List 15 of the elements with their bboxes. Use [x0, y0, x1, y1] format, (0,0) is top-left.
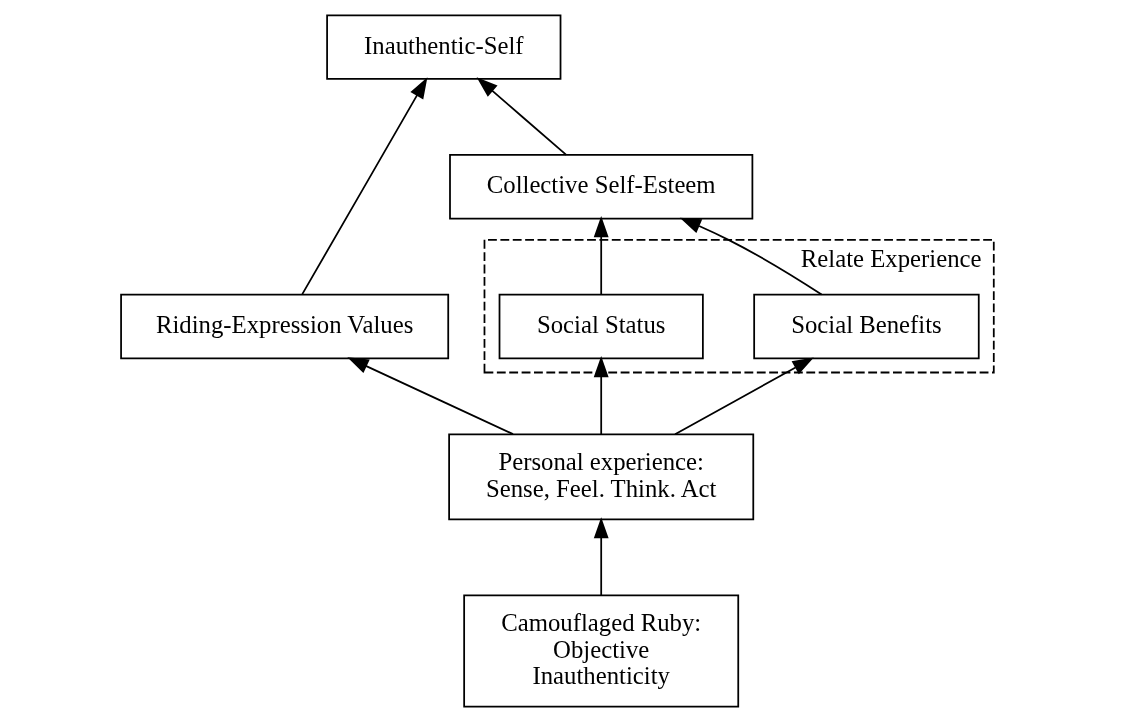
arrow [679, 217, 822, 296]
arrow [673, 357, 814, 436]
arrow [593, 216, 609, 296]
arrow [476, 77, 567, 156]
arrow [593, 517, 609, 597]
arrow [300, 77, 427, 296]
arrow [593, 356, 609, 436]
node-box: Inauthentic-Self [325, 14, 561, 80]
node-box: Collective Self-Esteem [448, 154, 753, 220]
arrow [346, 357, 514, 436]
node-box: Social Status [498, 293, 704, 360]
node-box: Camouflaged Ruby: Objective Inauthenticity [462, 594, 739, 708]
node-box: Personal experience: Sense, Feel. Think. Act [447, 433, 754, 521]
node-box: Social Benefits [752, 293, 980, 360]
node-box: Riding-Expression Values [119, 293, 449, 360]
